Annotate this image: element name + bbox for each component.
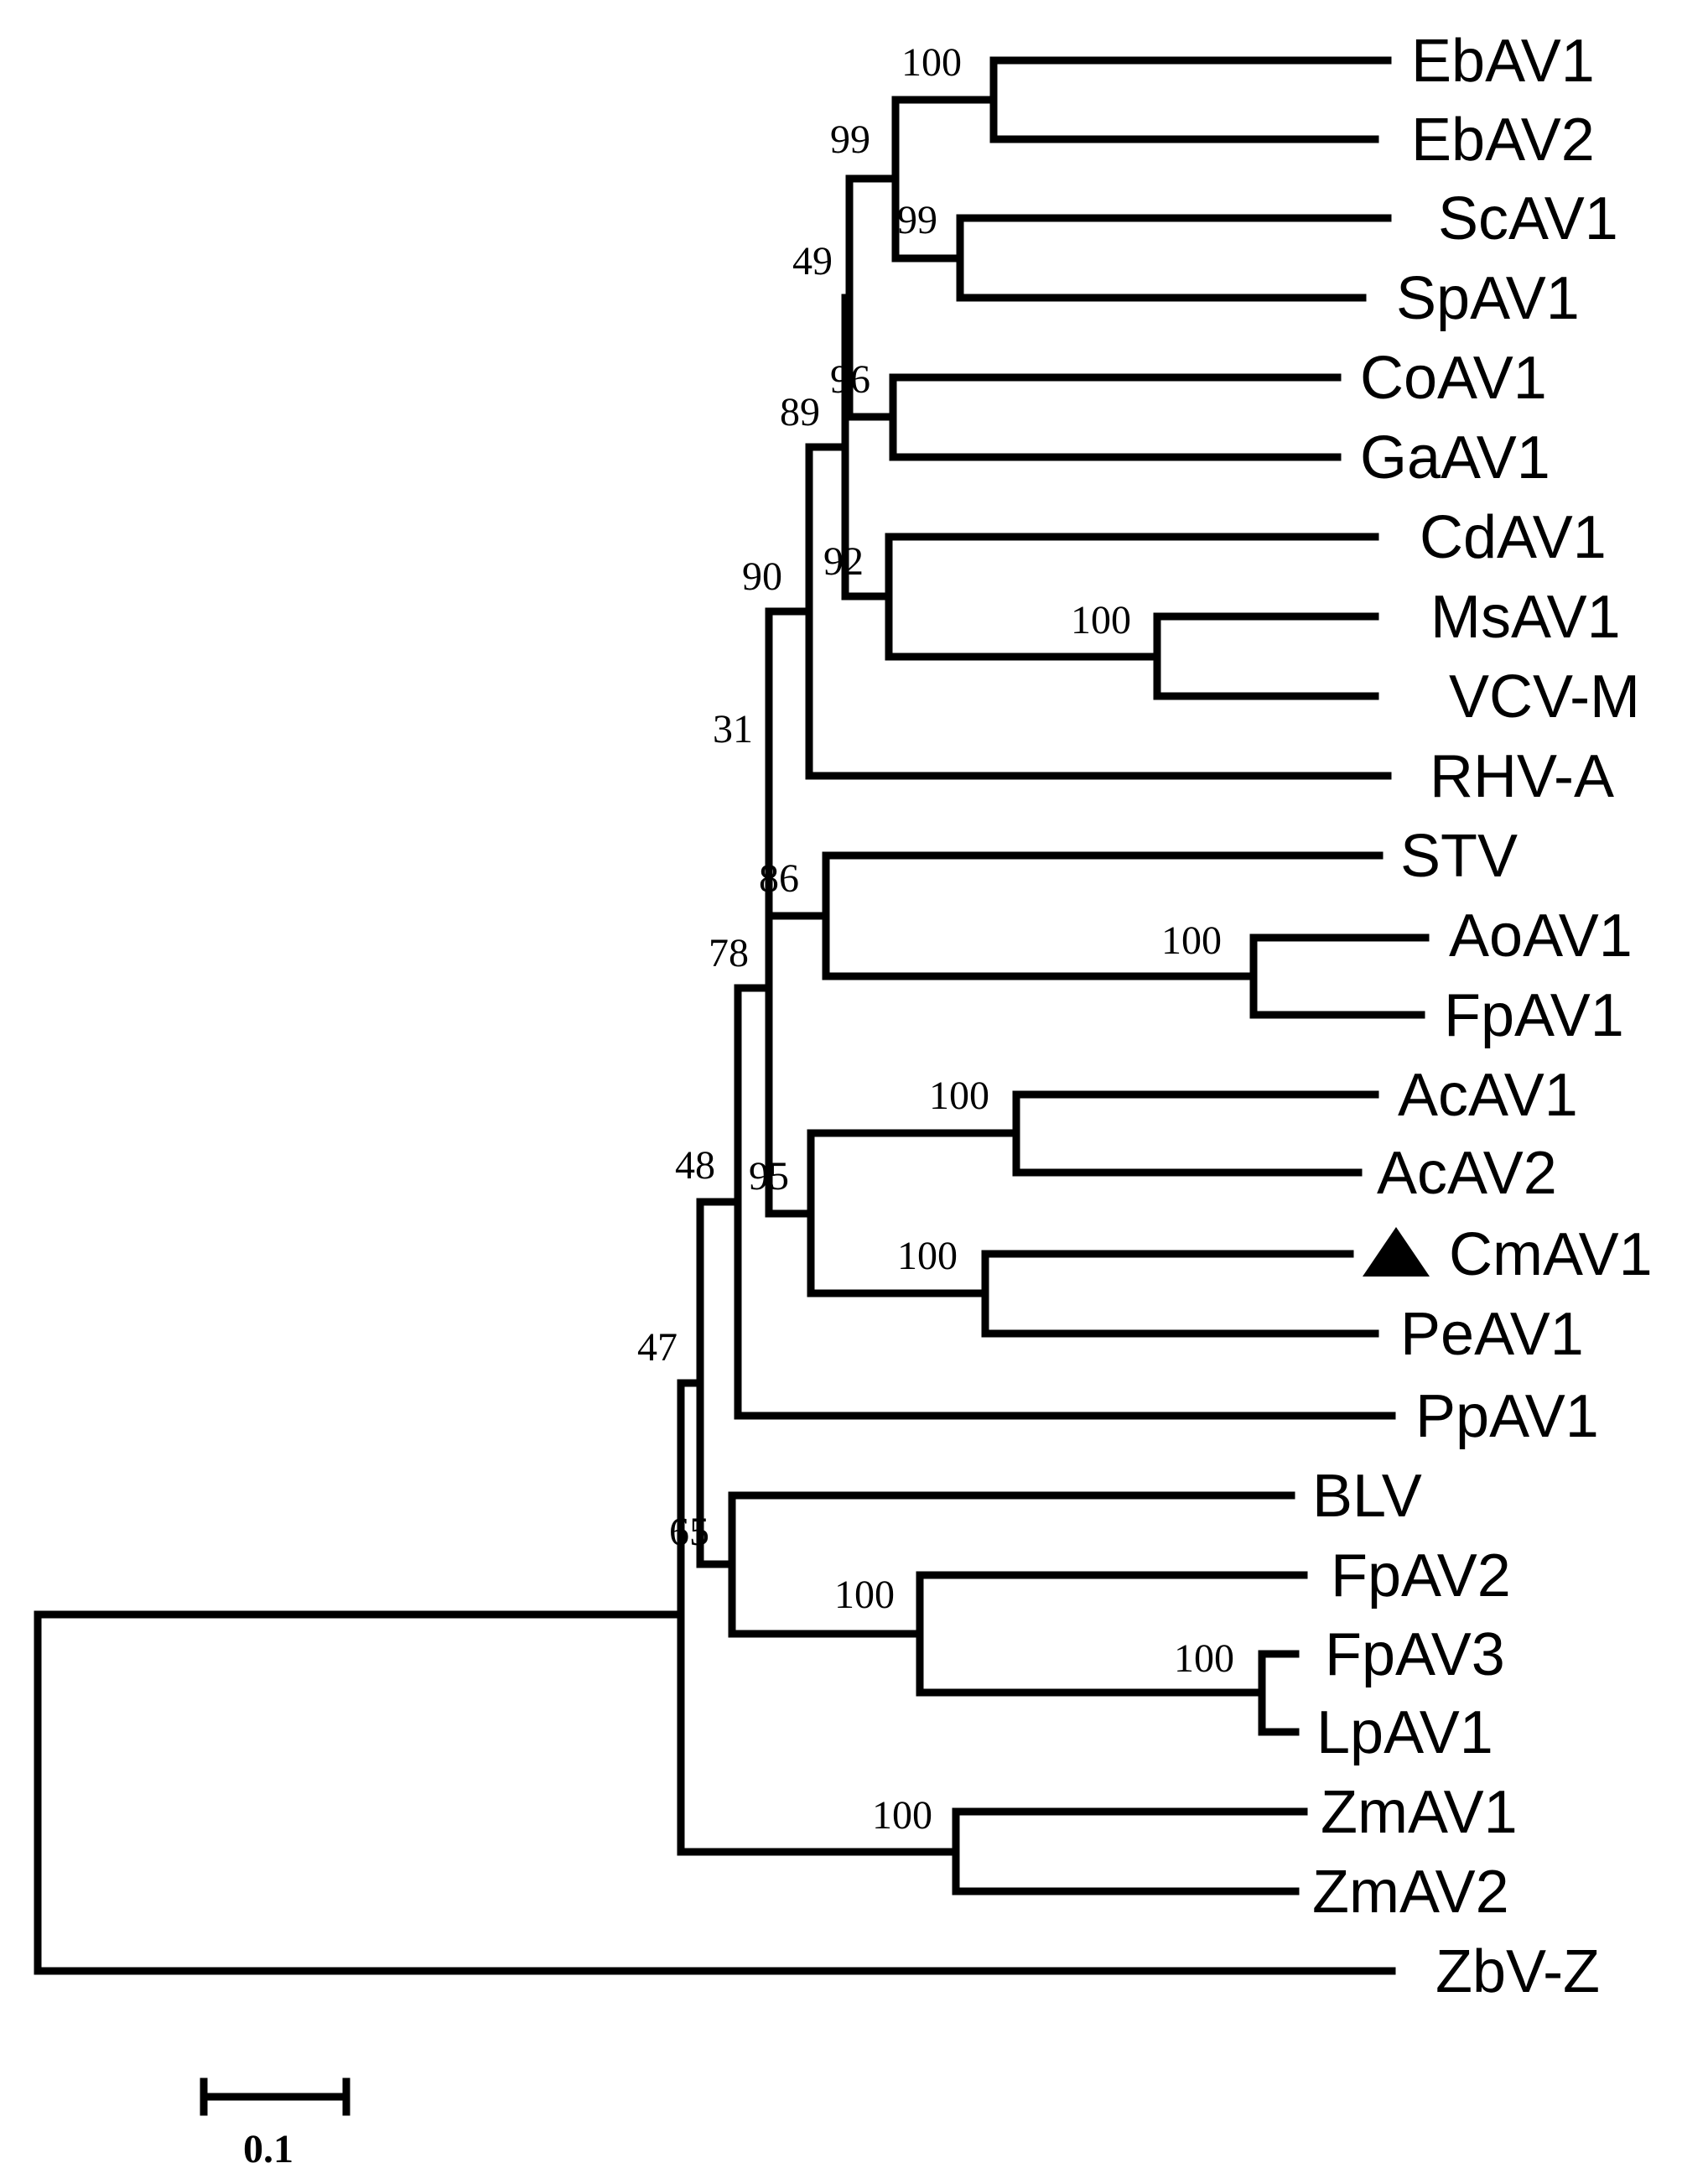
taxon-label: GaAV1 <box>1360 424 1550 491</box>
bootstrap-labels: 100 99 99 49 96 89 92 90 100 31 86 100 7… <box>637 40 1234 1838</box>
support-label: 89 <box>780 390 820 434</box>
support-label: 31 <box>713 707 753 751</box>
taxon-labels: EbAV1 EbAV2 ScAV1 SpAV1 CoAV1 GaAV1 CdAV… <box>1312 28 1653 2005</box>
taxon-label: MsAV1 <box>1430 584 1621 651</box>
taxon-label: SpAV1 <box>1396 265 1580 332</box>
taxon-label: STV <box>1400 823 1518 890</box>
support-label: 100 <box>834 1573 895 1617</box>
scale-bar-label: 0.1 <box>243 2127 293 2171</box>
taxon-label: AcAV1 <box>1398 1062 1578 1129</box>
taxon-label: ZmAV1 <box>1321 1779 1518 1846</box>
taxon-label: EbAV2 <box>1411 107 1595 174</box>
support-label: 100 <box>1071 598 1131 642</box>
triangle-marker-icon <box>1363 1227 1430 1277</box>
support-label: 100 <box>901 40 962 85</box>
taxon-label: ZmAV2 <box>1312 1859 1509 1926</box>
support-label: 95 <box>749 1154 789 1199</box>
support-label: 100 <box>897 1234 958 1278</box>
scale-bar: 0.1 <box>200 2077 350 2171</box>
taxon-label: AcAV2 <box>1377 1140 1557 1207</box>
support-label: 48 <box>675 1143 715 1188</box>
taxon-label: VCV-M <box>1449 663 1640 731</box>
taxon-label: LpAV1 <box>1316 1699 1493 1766</box>
taxon-label: FpAV1 <box>1444 982 1624 1049</box>
taxon-label: AoAV1 <box>1449 902 1633 970</box>
support-label: 65 <box>669 1510 709 1554</box>
support-label: 99 <box>897 198 937 242</box>
support-label: 92 <box>823 539 864 584</box>
taxon-label: FpAV3 <box>1325 1621 1505 1688</box>
taxon-label: PeAV1 <box>1400 1301 1584 1368</box>
taxon-label: CmAV1 <box>1449 1221 1653 1288</box>
taxon-label: EbAV1 <box>1411 28 1595 95</box>
tree-branches <box>34 56 1430 1975</box>
support-label: 90 <box>742 554 782 599</box>
taxon-label: ZbV-Z <box>1435 1938 1600 2005</box>
support-label: 100 <box>872 1793 932 1838</box>
support-label: 100 <box>929 1074 989 1118</box>
support-label: 96 <box>830 357 870 402</box>
support-label: 78 <box>709 931 749 975</box>
taxon-label: FpAV2 <box>1331 1542 1511 1609</box>
taxon-label: PpAV1 <box>1415 1383 1599 1450</box>
support-label: 47 <box>637 1325 677 1370</box>
support-label: 100 <box>1161 918 1222 963</box>
support-label: 86 <box>759 856 799 901</box>
taxon-label: CdAV1 <box>1420 504 1607 571</box>
support-label: 99 <box>830 117 870 162</box>
taxon-label: RHV-A <box>1430 743 1614 810</box>
support-label: 49 <box>792 239 833 283</box>
taxon-label: BLV <box>1312 1463 1422 1530</box>
taxon-label: ScAV1 <box>1438 185 1618 252</box>
support-label: 100 <box>1174 1636 1234 1681</box>
taxon-label: CoAV1 <box>1360 345 1547 412</box>
